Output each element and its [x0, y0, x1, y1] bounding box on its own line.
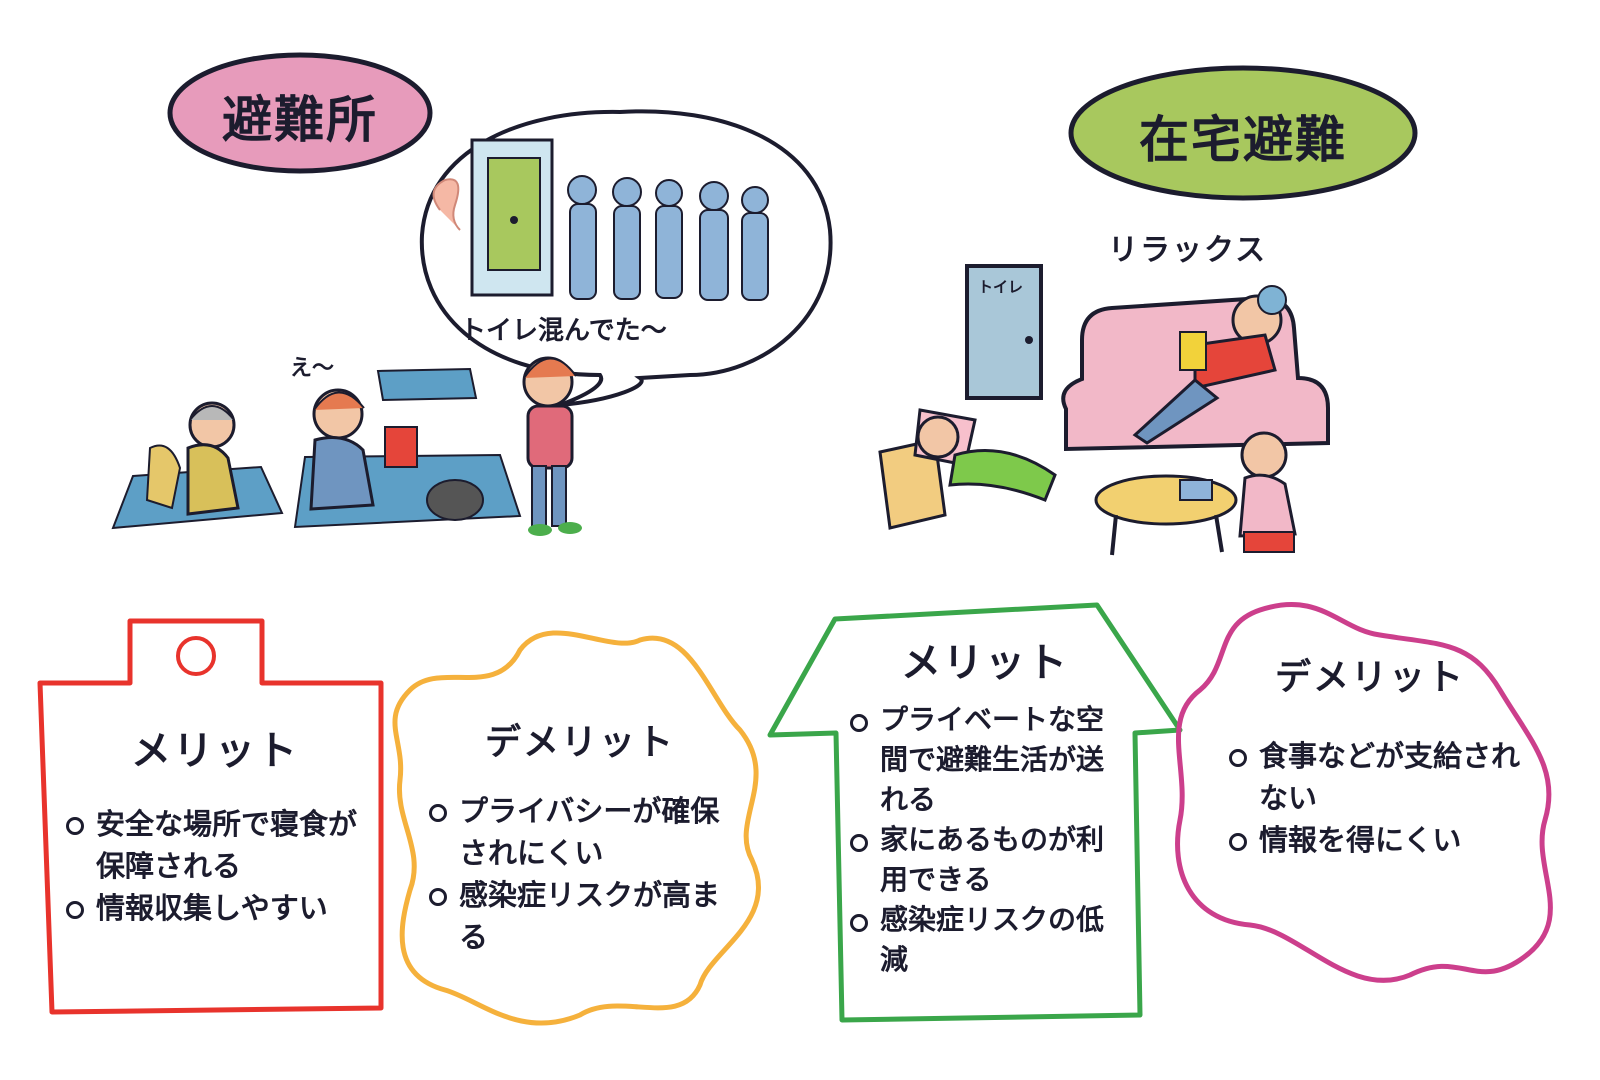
- door-label: トイレ: [978, 278, 1024, 296]
- toilet-door: [965, 264, 1043, 400]
- home-merit-list: プライベートな空間で避難生活が送れる 家にあるものが利用できる 感染症リスクの低…: [846, 700, 1131, 980]
- list-item: 感染症リスクの低減: [846, 900, 1131, 980]
- shelter-merit-heading: メリット: [131, 728, 299, 774]
- home-demerit-heading: デメリット: [1274, 657, 1465, 698]
- shelter-demerit-heading: デメリット: [484, 722, 675, 763]
- shelter-title-badge: [167, 52, 433, 174]
- relax-text: リラックス: [1108, 233, 1268, 268]
- list-item: 情報を得にくい: [1225, 819, 1520, 861]
- crowded-toilet-icon: [432, 138, 554, 297]
- seated-grandmother: [1238, 431, 1297, 553]
- list-item: プライベートな空間で避難生活が送れる: [846, 700, 1131, 820]
- shelter-title: 避難所: [222, 91, 378, 149]
- home-title: 在宅避難: [1139, 111, 1347, 169]
- list-item: 安全な場所で寝食が保障される: [62, 803, 367, 887]
- reading-woman: [1132, 285, 1287, 445]
- queue-people: [567, 175, 769, 301]
- hang-hole-icon: [176, 636, 216, 676]
- home-demerit-list: 食事などが支給されない 情報を得にくい: [1225, 735, 1520, 861]
- shelter-demerit-frame: [392, 630, 761, 1026]
- standing-girl: [522, 356, 582, 536]
- shelter-demerit-list: プライバシーが確保されにくい 感染症リスクが高まる: [425, 790, 725, 958]
- list-item: 情報収集しやすい: [62, 887, 367, 929]
- list-item: 食事などが支給されない: [1225, 735, 1520, 819]
- mat: [376, 367, 478, 402]
- exclamation-text: え～: [290, 356, 335, 381]
- home-merit-frame: [767, 602, 1183, 1023]
- lying-boy: [916, 415, 1057, 502]
- shelter-merit-frame: [37, 618, 384, 1015]
- bubble-text: トイレ混んでた～: [460, 316, 667, 346]
- list-item: 感染症リスクが高まる: [425, 874, 725, 958]
- seated-elderly-person: [145, 401, 240, 516]
- shelter-merit-list: 安全な場所で寝食が保障される 情報収集しやすい: [62, 803, 367, 929]
- home-demerit-frame: [1175, 602, 1553, 983]
- list-item: プライバシーが確保されにくい: [425, 790, 725, 874]
- seated-woman: [309, 388, 484, 521]
- home-merit-heading: メリット: [901, 640, 1069, 686]
- list-item: 家にあるものが利用できる: [846, 820, 1131, 900]
- low-table: [1094, 474, 1238, 556]
- home-title-badge: [1068, 65, 1418, 201]
